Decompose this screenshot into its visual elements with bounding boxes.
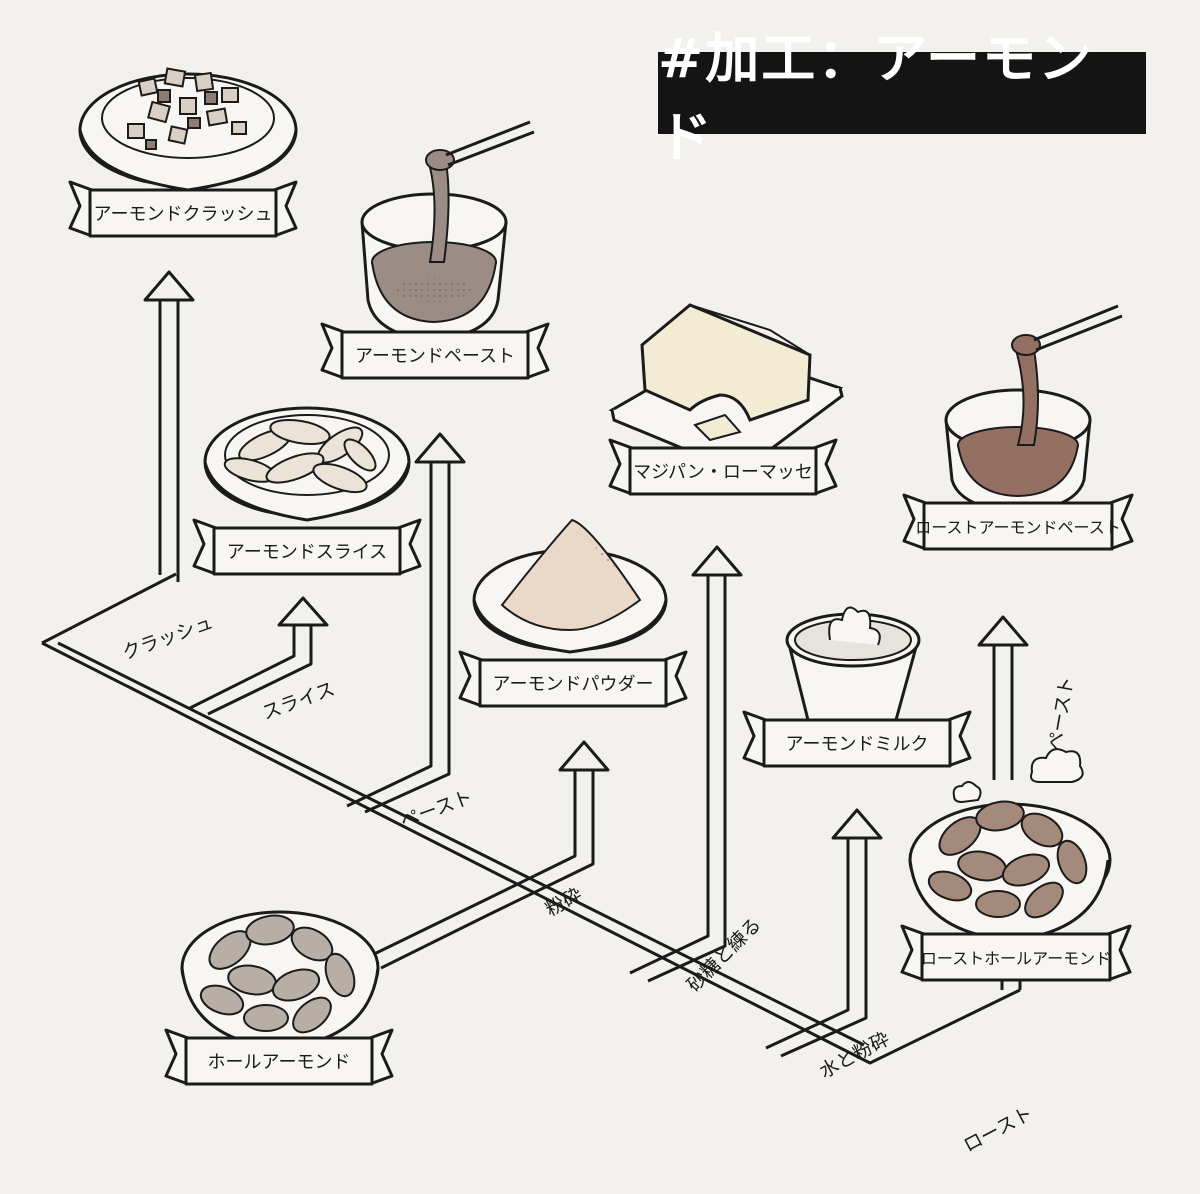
label-almond-slice: アーモンドスライス [226,542,388,563]
almond-powder-illustration [472,518,668,654]
title-banner: #加工：アーモンド [658,27,1146,169]
almond-slice-illustration [203,406,411,522]
almond-crush-illustration [78,67,298,192]
label-roast-almond-paste: ローストアーモンドペースト [915,518,1121,537]
label-almond-crush: アーモンドクラッシュ [93,204,273,225]
almond-milk-illustration [785,606,921,746]
whole-almond-illustration [180,910,380,1050]
marzipan-illustration [608,303,844,474]
page-title: #加工：アーモンド [658,27,1095,169]
arrow-up-icon [143,270,1029,840]
label-almond-paste: アーモンドペースト [354,346,516,367]
roast-almond-paste-illustration [944,304,1123,514]
roast-whole-almond-illustration [908,800,1112,942]
label-roast-whole-almond: ローストホールアーモンド [920,949,1112,968]
label-whole-almond: ホールアーモンド [207,1052,351,1073]
steam-icon [952,748,1084,804]
flow-paths [41,300,1022,1065]
almond-paste-illustration [360,120,535,342]
label-almond-milk: アーモンドミルク [785,734,929,755]
label-marzipan: マジパン・ローマッセ [633,462,813,483]
label-almond-powder: アーモンドパウダー [492,674,654,695]
banners [68,180,1134,1086]
